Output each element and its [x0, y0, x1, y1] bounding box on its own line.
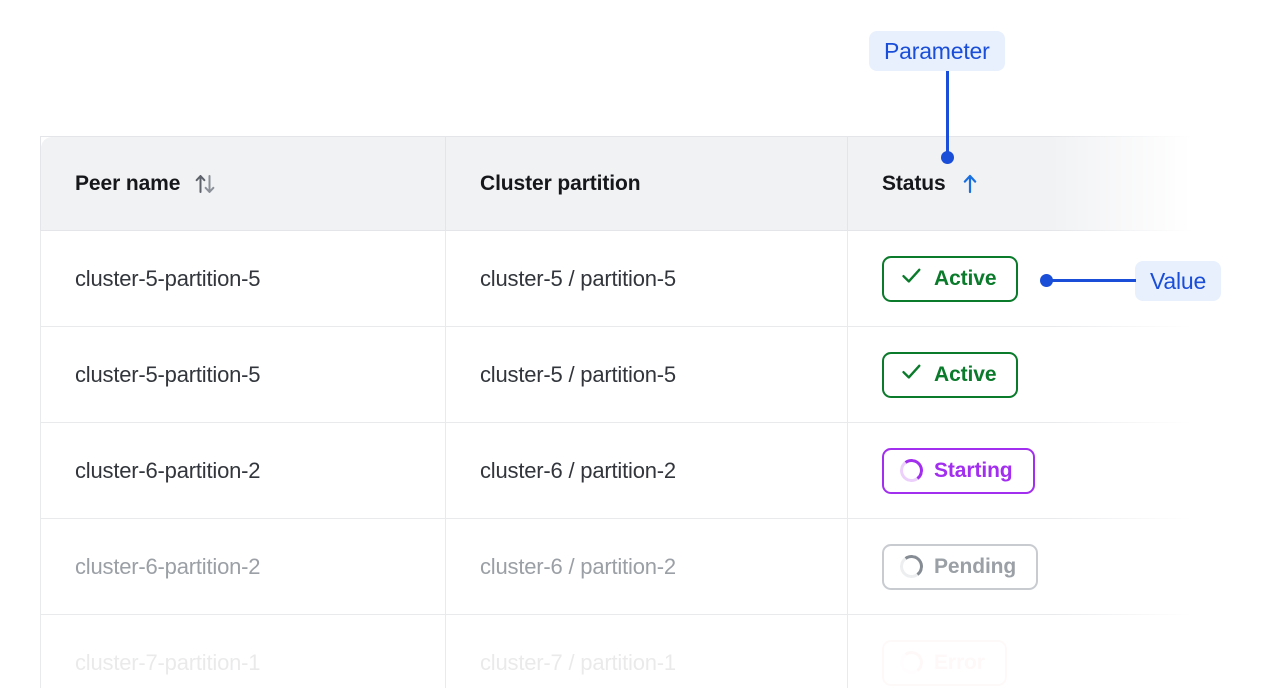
column-header-peer-name-label: Peer name: [75, 171, 181, 195]
status-badge: Pending: [882, 543, 1039, 590]
cell-cluster-partition: cluster-6 / partition-2: [445, 422, 848, 519]
table-row[interactable]: cluster-6-partition-2 cluster-6 / partit…: [40, 518, 1192, 615]
table-row[interactable]: cluster-6-partition-2 cluster-6 / partit…: [40, 422, 1192, 519]
annotation-value-label: Value: [1135, 261, 1222, 301]
spinner-icon: [898, 649, 925, 676]
annotation-parameter-label: Parameter: [869, 31, 1005, 71]
column-header-status[interactable]: Status: [847, 136, 1192, 231]
table-row[interactable]: cluster-5-partition-5 cluster-5 / partit…: [40, 326, 1192, 423]
annotation-parameter-dot: [941, 151, 954, 164]
cell-cluster-partition: cluster-6 / partition-2: [445, 518, 848, 615]
cell-status: Starting: [847, 422, 1192, 519]
table-row[interactable]: cluster-5-partition-5 cluster-5 / partit…: [40, 230, 1192, 327]
cell-peer-name: cluster-6-partition-2: [40, 422, 446, 519]
table-header-row: Peer name Cluster partition: [40, 136, 1192, 231]
status-badge: Active: [882, 255, 1019, 302]
status-badge: Active: [882, 351, 1019, 398]
table-body: cluster-5-partition-5 cluster-5 / partit…: [40, 230, 1192, 688]
status-badge: Starting: [882, 447, 1035, 494]
cell-status: Error: [847, 614, 1192, 688]
status-badge: Error: [882, 639, 1007, 686]
spinner-icon: [898, 553, 925, 580]
status-badge-label: Active: [934, 266, 997, 290]
sort-updown-icon[interactable]: [194, 171, 216, 197]
cell-cluster-partition: cluster-7 / partition-1: [445, 614, 848, 688]
status-badge-label: Error: [934, 650, 985, 674]
cell-status: Active: [847, 326, 1192, 423]
cell-status: Active: [847, 230, 1192, 327]
cell-status: Pending: [847, 518, 1192, 615]
check-icon: [900, 360, 923, 389]
status-badge-label: Pending: [934, 554, 1017, 578]
cell-cluster-partition: cluster-5 / partition-5: [445, 326, 848, 423]
peers-table-container: Peer name Cluster partition: [40, 136, 1192, 688]
column-header-cluster-partition-label: Cluster partition: [480, 171, 641, 195]
column-header-peer-name[interactable]: Peer name: [40, 136, 446, 231]
cell-peer-name: cluster-6-partition-2: [40, 518, 446, 615]
annotation-value-connector: [1052, 279, 1136, 282]
column-header-cluster-partition[interactable]: Cluster partition: [445, 136, 848, 231]
cell-peer-name: cluster-7-partition-1: [40, 614, 446, 688]
sort-up-icon[interactable]: [960, 172, 980, 196]
annotation-parameter-connector: [946, 71, 949, 157]
status-badge-label: Starting: [934, 458, 1013, 482]
check-icon: [900, 264, 923, 293]
status-badge-label: Active: [934, 362, 997, 386]
spinner-icon: [898, 457, 925, 484]
table-row[interactable]: cluster-7-partition-1 cluster-7 / partit…: [40, 614, 1192, 688]
table-header: Peer name Cluster partition: [40, 136, 1192, 231]
cell-peer-name: cluster-5-partition-5: [40, 326, 446, 423]
cell-cluster-partition: cluster-5 / partition-5: [445, 230, 848, 327]
peers-table: Peer name Cluster partition: [40, 136, 1192, 688]
cell-peer-name: cluster-5-partition-5: [40, 230, 446, 327]
annotation-value-dot: [1040, 274, 1053, 287]
column-header-status-label: Status: [882, 171, 946, 195]
